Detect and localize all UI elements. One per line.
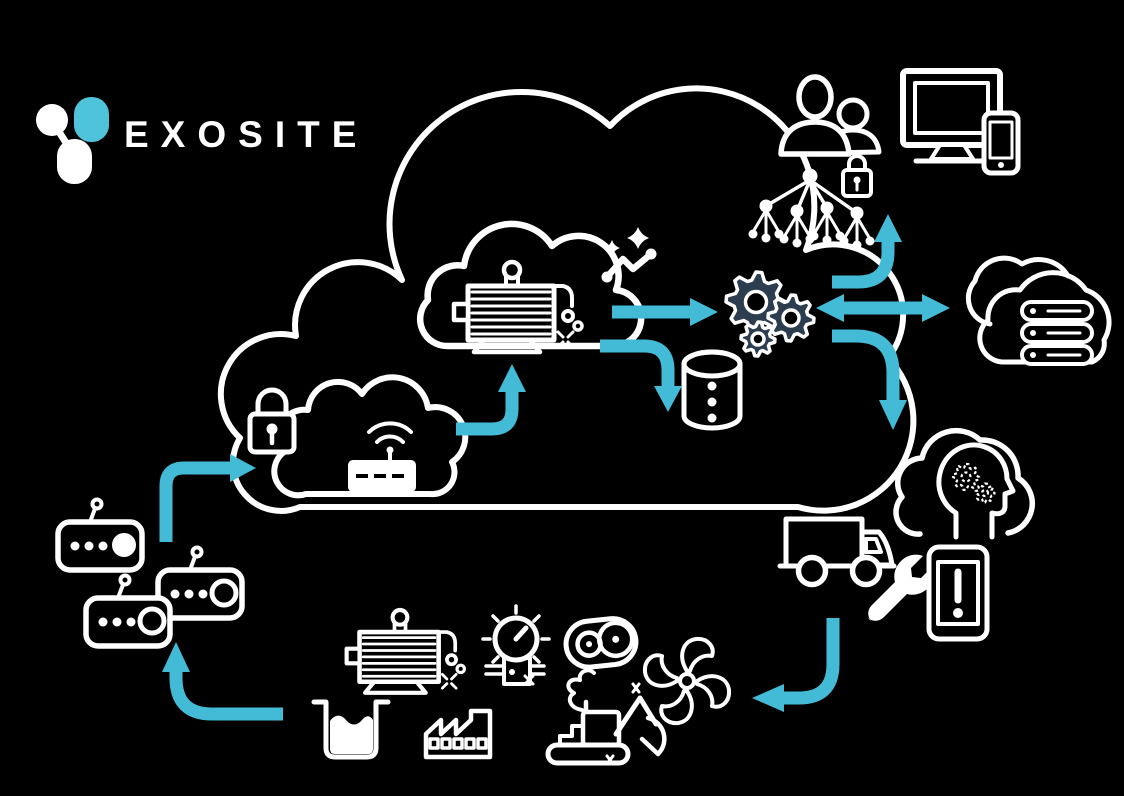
secure-gateway-cloud-icon [247,374,469,499]
arrow-gateway-to-cloud [159,454,256,542]
padlock-icon [247,387,297,455]
machine-learning-head-icon [893,427,1036,540]
liquid-tank-icon [311,699,391,760]
wifi-router-icon [348,421,416,492]
device-cloud-motor-icon [416,220,645,355]
monitor-phone-icon [900,68,1021,176]
electric-motor-icon [451,259,584,355]
arrow-machines-to-gateways [162,642,283,721]
server-cloud-icon [965,255,1112,366]
excavator-icon [545,668,667,766]
wrench-icon [867,554,935,622]
arrow-truck-to-machines [752,618,840,712]
arrow-gears-to-machine-learning [832,329,907,430]
padlock-icon [841,154,873,198]
arrow-device-cloud-to-database [600,339,682,412]
iot-gateway-icon [83,573,173,649]
sparkline-trend-icon [601,227,657,283]
logo-text: EXOSITE [124,114,369,155]
arrow-gears-server-cloud-bidirectional [816,294,950,322]
exosite-logo-icon [36,97,109,184]
processing-gears-icon [724,270,816,358]
factory-icon [423,708,493,760]
arrow-gateway-cloud-to-device-cloud [456,364,526,436]
gauge-sensor-icon [481,604,551,686]
smartphone-icon [981,110,1021,176]
iot-gateway-icon [155,545,245,621]
users-icon [778,74,882,157]
mobile-alert-icon [926,544,990,642]
server-rack-icon [1020,300,1094,366]
iot-gateway-icon [55,497,145,573]
belt-pulley-icon [563,616,639,670]
database-cylinder-icon [681,349,743,431]
electric-motor-icon [344,607,467,695]
asset-hierarchy-lock-icon [748,154,875,250]
service-truck-icon [777,516,897,588]
arrow-device-cloud-to-gears [612,298,718,326]
fan-icon [642,636,732,726]
arrow-gears-to-users [832,214,902,289]
platform-cloud-icon [217,85,917,514]
